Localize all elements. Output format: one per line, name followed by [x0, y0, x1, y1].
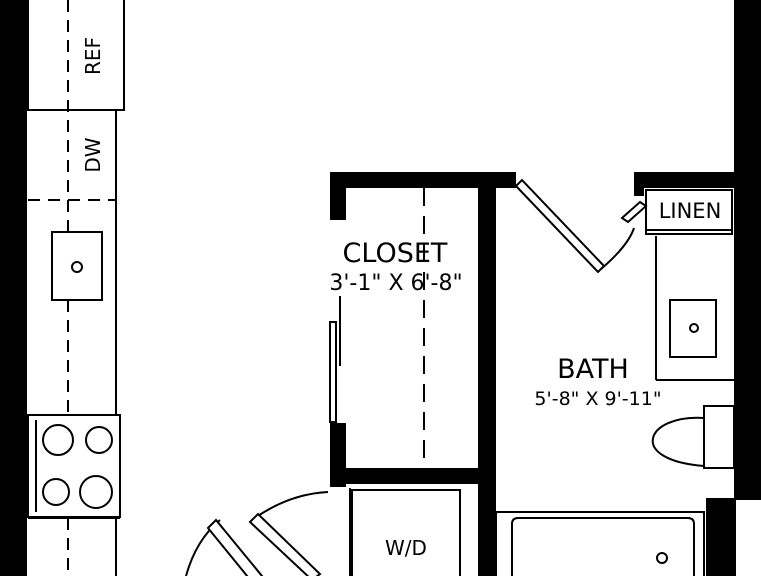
- kitchen-sink: [51, 231, 103, 301]
- bath-dims-label: 5'-8" X 9'-11": [534, 388, 661, 410]
- laundry-bifold-doors: [185, 491, 329, 576]
- closet-name-label: CLOSET: [343, 238, 448, 269]
- left-exterior-wall: [0, 0, 27, 576]
- right-lower-wall: [706, 498, 736, 576]
- bath-name-label: BATH: [557, 354, 629, 385]
- right-exterior-wall: [734, 0, 761, 500]
- refrigerator: [27, 0, 125, 111]
- ref-label: REF: [81, 37, 105, 75]
- toilet: [651, 405, 735, 469]
- wd-label: W/D: [385, 536, 427, 560]
- bath-vanity: [655, 236, 734, 381]
- linen-label: LINEN: [659, 199, 722, 223]
- dw-label: DW: [81, 137, 105, 172]
- bathtub: [495, 511, 705, 576]
- closet-dims-label: 3'-1" X 6'-8": [329, 271, 462, 296]
- washer-dryer: [349, 488, 461, 576]
- closet-bifold-door: [329, 296, 341, 423]
- linen-closet: [620, 189, 733, 235]
- bath-door: [514, 178, 635, 274]
- stove: [27, 414, 121, 576]
- kitchen-counter: [28, 0, 120, 416]
- closet-walls: [330, 172, 734, 576]
